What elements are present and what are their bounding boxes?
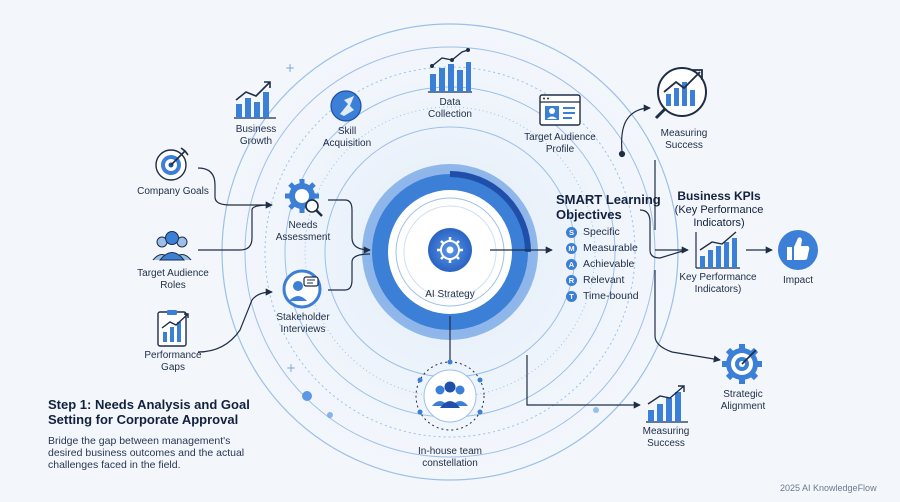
label-measuring-success-bottom: Measuring Success <box>642 426 690 449</box>
smart-letter-badge: M <box>566 242 577 254</box>
stakeholder-interview-icon <box>282 269 322 309</box>
step-title: Step 1: Needs Analysis and Goal Setting … <box>48 397 250 427</box>
profile-card-icon <box>539 94 581 126</box>
performance-gaps-clipboard-icon <box>157 310 189 347</box>
label-needs-assessment: Needs Assessment <box>275 220 331 243</box>
company-goals-target-icon <box>155 147 189 181</box>
measuring-success-chart-icon <box>646 385 688 423</box>
smart-item-achievable: A Achievable <box>566 256 639 272</box>
label-target-audience-profile: Target Audience Profile <box>524 132 596 155</box>
measuring-success-magnifier-icon <box>654 67 707 120</box>
label-strategic-alignment: Strategic Alignment <box>720 389 766 412</box>
kpi-chart-icon <box>695 231 740 269</box>
label-data-collection: Data Collection <box>428 97 472 120</box>
business-growth-icon <box>234 81 276 119</box>
label-ai-strategy: AI Strategy <box>425 289 475 300</box>
smart-letter-badge: S <box>566 226 577 238</box>
smart-item-relevant: R Relevant <box>566 272 639 288</box>
smart-item-label: Measurable <box>583 242 638 254</box>
smart-item-label: Relevant <box>583 274 625 286</box>
smart-letter-badge: R <box>566 274 577 286</box>
smart-item-specific: S Specific <box>566 224 639 240</box>
copyright: 2025 AI KnowledgeFlow <box>780 483 877 493</box>
label-target-audience-roles: Target Audience Roles <box>137 268 209 291</box>
label-business-growth: Business Growth <box>235 124 277 147</box>
label-measuring-success-top: Measuring Success <box>660 128 708 151</box>
smart-letter-badge: A <box>566 258 577 270</box>
data-collection-icon <box>428 48 472 93</box>
smart-letter-badge: T <box>566 290 577 302</box>
audience-roles-people-icon <box>152 231 192 261</box>
label-inhouse-team: In-house team constellation <box>418 446 482 469</box>
step-description: Bridge the gap between management's desi… <box>48 435 245 471</box>
label-impact: Impact <box>782 275 813 286</box>
smart-item-measurable: M Measurable <box>566 240 639 256</box>
skill-acquisition-icon <box>330 90 362 122</box>
label-kpi-icon: Key Performance Indicators) <box>679 272 757 295</box>
label-company-goals: Company Goals <box>137 186 209 197</box>
svg-text:+: + <box>285 61 295 75</box>
smart-item-label: Achievable <box>583 258 635 270</box>
label-stakeholder-interviews: Stakeholder Interviews <box>276 312 330 335</box>
smart-item-label: Time-bound <box>583 290 639 302</box>
svg-text:+: + <box>286 361 296 375</box>
smart-item-time-bound: T Time-bound <box>566 288 639 304</box>
decorative-sparkles: + + <box>285 61 599 418</box>
smart-objectives-title: SMART Learning Objectives <box>556 192 661 222</box>
right-connectors <box>449 104 773 409</box>
label-performance-gaps: Performance Gaps <box>144 350 202 373</box>
needs-assessment-gear-icon <box>285 179 323 217</box>
impact-thumbs-up-icon <box>778 230 818 270</box>
inhouse-team-icon <box>415 359 485 431</box>
business-kpis-title: Business KPIs <box>677 189 761 203</box>
label-skill-acquisition: Skill Acquisition <box>322 126 372 149</box>
ai-gear-icon <box>437 237 463 263</box>
left-connectors <box>197 167 371 353</box>
business-kpis-heading: Business KPIs(Key Performance Indicators… <box>664 190 774 230</box>
smart-item-label: Specific <box>583 226 620 238</box>
strategic-alignment-gear-icon <box>722 344 762 384</box>
business-kpis-subtitle: (Key Performance Indicators) <box>674 204 764 229</box>
